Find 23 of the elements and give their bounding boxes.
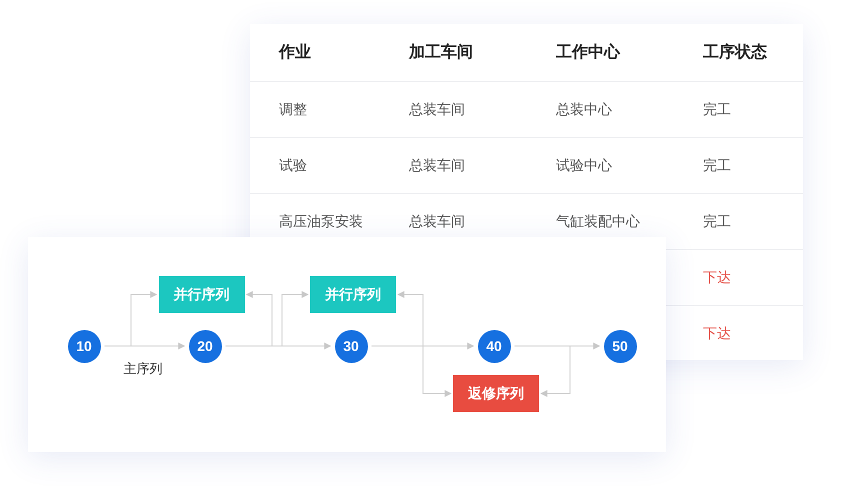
parallel-sequence-box: 并行序列 (310, 276, 396, 313)
column-header: 作业 (279, 43, 311, 63)
table-text: 完工 (703, 100, 731, 119)
table-text: 试验 (279, 156, 307, 175)
parallel-sequence-box: 并行序列 (158, 276, 244, 313)
column-header: 工作中心 (556, 43, 620, 63)
column-header: 加工车间 (409, 43, 473, 63)
connector-arrow (104, 291, 158, 346)
table-text: 调整 (279, 100, 307, 119)
table-text: 完工 (703, 212, 731, 231)
table-text: 总装车间 (409, 212, 465, 231)
column-header: 工序状态 (703, 43, 767, 63)
rework-sequence-box: 返修序列 (453, 375, 539, 412)
table-text: 高压油泵安装 (279, 212, 363, 231)
table-text: 试验中心 (556, 156, 612, 175)
table-text: 下达 (703, 324, 731, 343)
table-text: 完工 (703, 156, 731, 175)
table-text: 总装中心 (556, 100, 612, 119)
table-text: 下达 (703, 268, 731, 287)
table-text: 总装车间 (409, 156, 465, 175)
edge-label: 主序列 (124, 361, 162, 377)
table-text: 总装车间 (409, 100, 465, 119)
table-text: 气缸装配中心 (556, 212, 640, 231)
